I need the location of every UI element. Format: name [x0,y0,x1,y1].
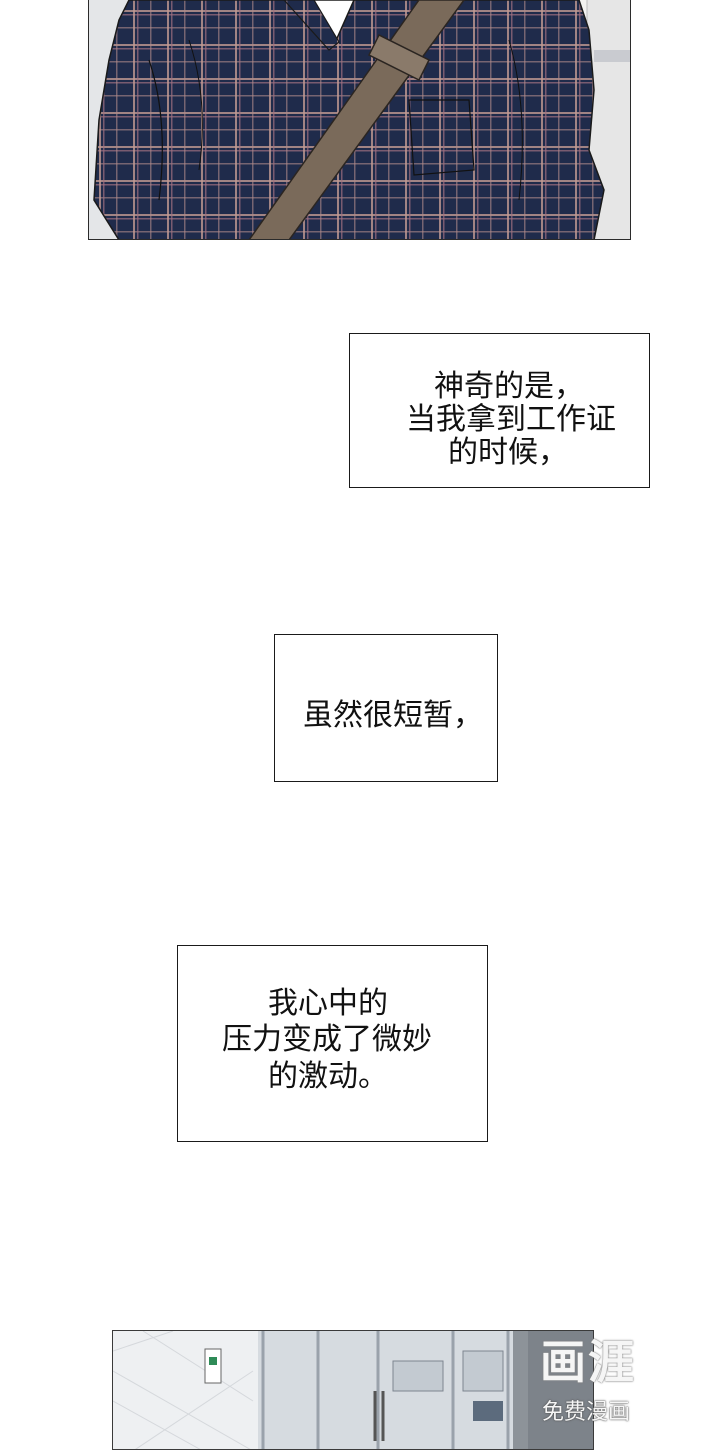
caption-line: 的时候， [448,435,568,470]
watermark-brand-text: 画涯 [540,1335,636,1389]
watermark-logo: 画涯 免费漫画 [534,1324,664,1425]
comic-panel-bottom [112,1330,594,1450]
comic-panel-top [88,0,631,240]
office-entrance-illustration [113,1331,593,1449]
watermark-subtitle: 免费漫画 [542,1400,631,1425]
caption-line: 当我拿到工作证 [406,402,616,437]
plaid-shirt-illustration [89,0,630,239]
caption-line: 我心中的 [268,986,388,1021]
caption-line: 虽然很短暂， [303,698,483,733]
caption-box-first: 神奇的是， 当我拿到工作证 的时候， [349,333,650,488]
caption-line: 神奇的是， [434,369,584,404]
caption-line: 压力变成了微妙 [222,1022,432,1057]
caption-line: 的激动。 [268,1059,388,1094]
caption-box-third: 我心中的 压力变成了微妙 的激动。 [177,945,488,1142]
caption-box-second: 虽然很短暂， [274,634,498,782]
